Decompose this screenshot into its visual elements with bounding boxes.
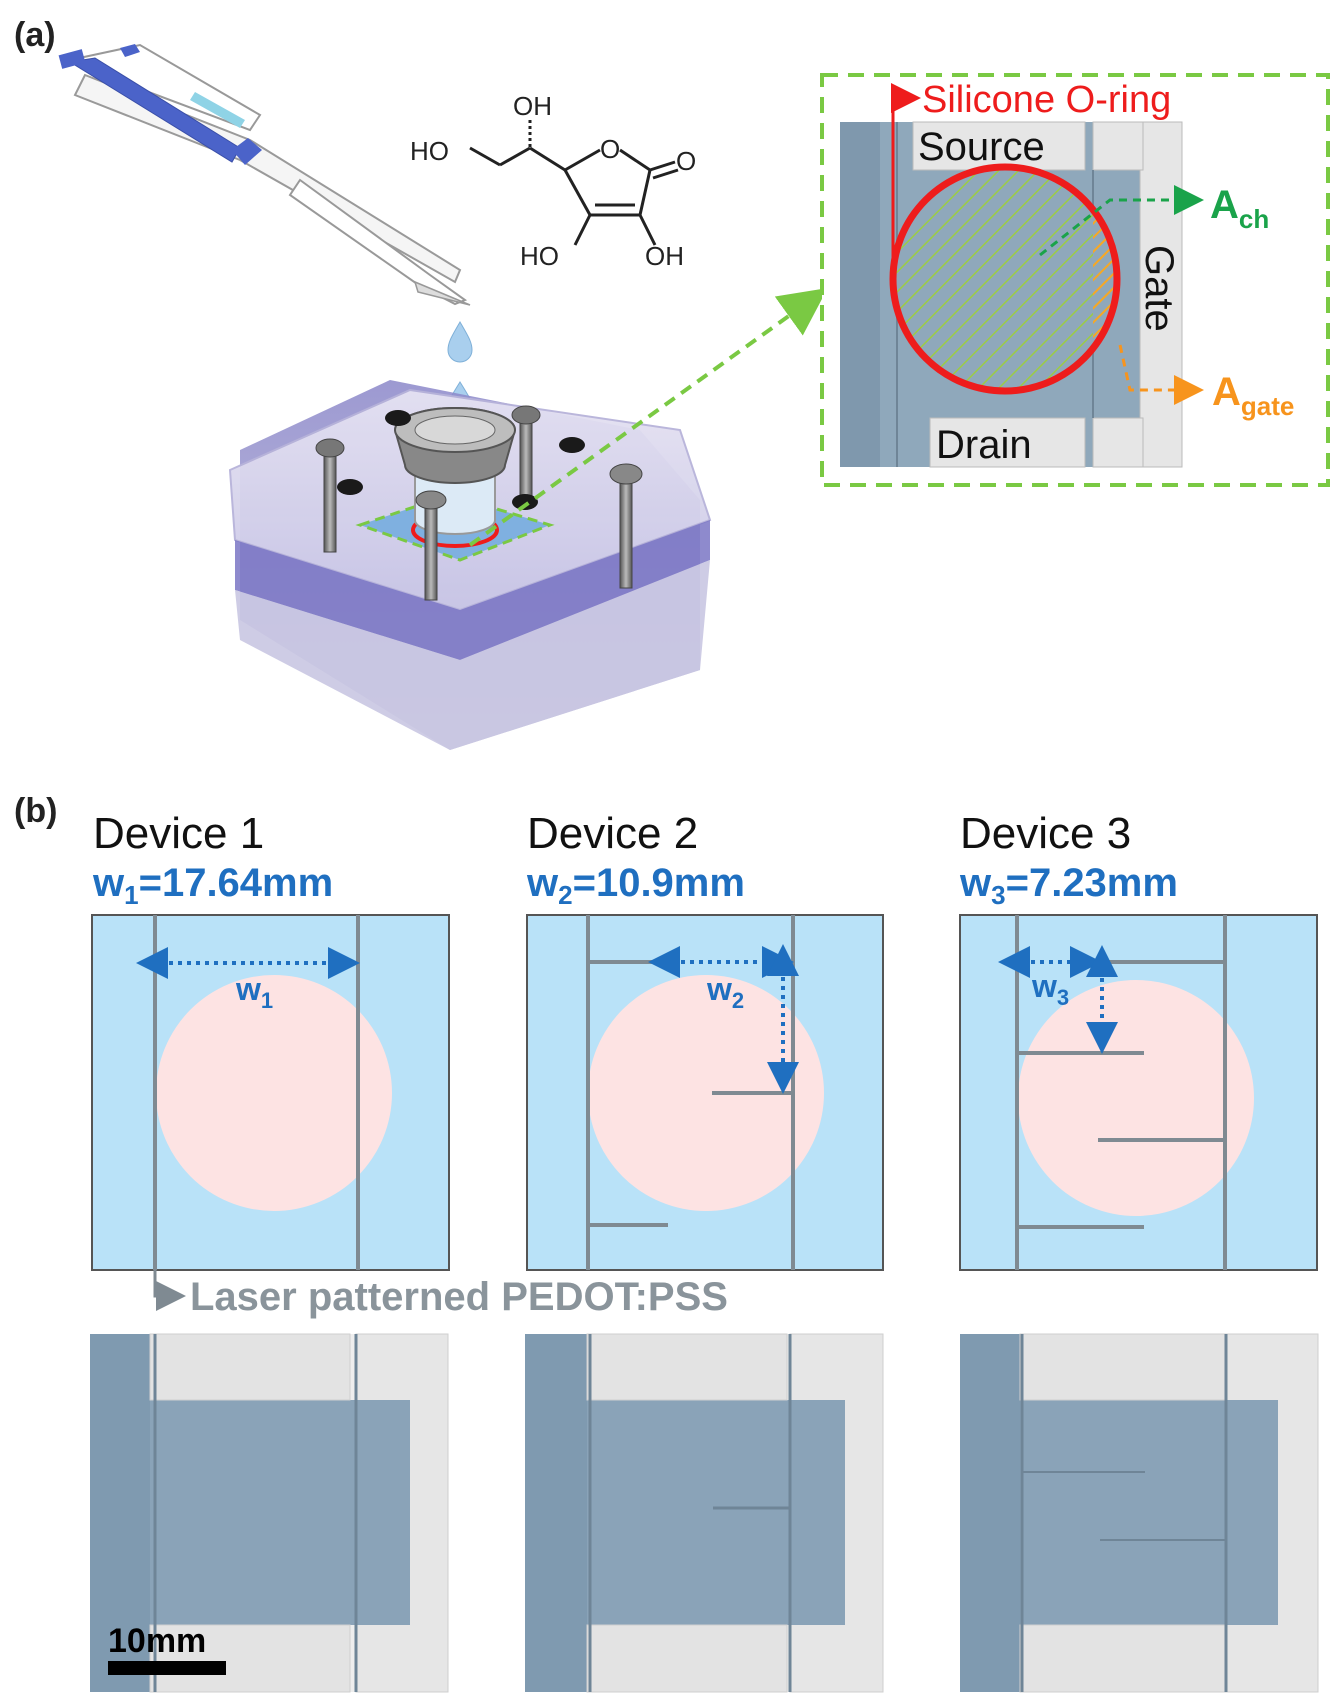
ho-bottom-label: HO: [520, 241, 559, 271]
oh-top-label: OH: [513, 91, 552, 121]
zoom-arrow: [468, 287, 828, 547]
device-3-photo: [960, 1333, 1319, 1693]
w1-arrow-label: w1: [235, 971, 273, 1013]
device-2-title: Device 2: [527, 809, 698, 858]
device-2-photo: [525, 1333, 884, 1693]
pipette-illustration: [58, 43, 471, 306]
oring-label: Silicone O-ring: [922, 79, 1171, 121]
gate-label: Gate: [1137, 245, 1181, 332]
device-2-width: w2=10.9mm: [526, 861, 745, 910]
device-3-title: Device 3: [960, 809, 1131, 858]
device-1-photo: 10mm: [90, 1333, 449, 1693]
panel-a-label: (a): [14, 16, 56, 54]
source-label: Source: [918, 125, 1045, 169]
a-gate-label: Agate: [1212, 370, 1294, 421]
scale-bar-label: 10mm: [108, 1622, 206, 1660]
panel-b-label: (b): [14, 792, 57, 830]
ring-o-label: O: [600, 134, 620, 164]
ho-left-label: HO: [410, 136, 449, 166]
channel-inset: Silicone O-ring Source Drain Gate Ach Ag…: [820, 73, 1330, 487]
laser-label: Laser patterned PEDOT:PSS: [190, 1275, 728, 1319]
device-3-schematic: Device 3 w3=7.23mm w3: [959, 809, 1318, 1271]
a-ch-label: Ach: [1210, 183, 1269, 234]
oh-bottom-label: OH: [645, 241, 684, 271]
laser-pointer-arrow: [153, 1270, 186, 1311]
device-2-schematic: Device 2 w2=10.9mm w2: [526, 809, 884, 1271]
device-1-width: w1=17.64mm: [92, 861, 333, 910]
w3-arrow-label: w3: [1031, 968, 1069, 1010]
device-1-title: Device 1: [93, 809, 264, 858]
ascorbic-acid-structure: [469, 120, 679, 246]
device-holder-illustration: [228, 380, 712, 750]
device-3-width: w3=7.23mm: [959, 861, 1178, 910]
carbonyl-o-label: O: [676, 146, 696, 176]
w2-arrow-label: w2: [706, 971, 744, 1013]
silicone-o-ring: [889, 163, 1121, 395]
drain-electrode: [929, 417, 1086, 468]
drain-label: Drain: [936, 423, 1032, 467]
gate-electrode: [1139, 121, 1183, 468]
device-1-schematic: Device 1 w1=17.64mm w1: [91, 809, 450, 1271]
